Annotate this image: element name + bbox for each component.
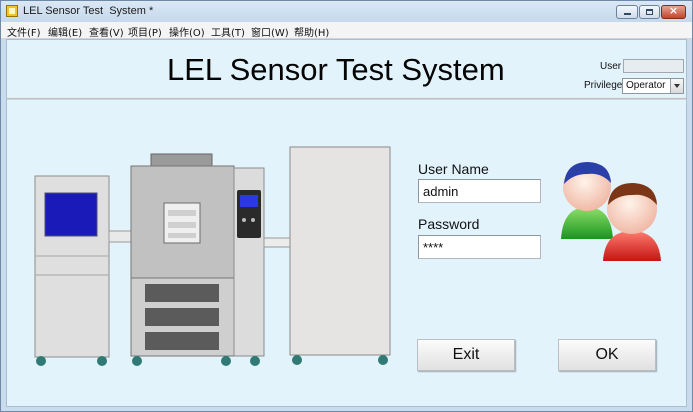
menu-file[interactable]: 文件(F): [7, 28, 41, 39]
page-title: LEL Sensor Test System: [167, 52, 505, 87]
menu-project[interactable]: 项目(P): [128, 28, 162, 39]
title-bar[interactable]: LEL Sensor Test System * ×: [1, 1, 692, 22]
menu-tools[interactable]: 工具(T): [211, 28, 245, 39]
privilege-label: Privilege: [584, 80, 623, 91]
maximize-button[interactable]: [639, 5, 660, 19]
menu-edit[interactable]: 编辑(E): [48, 28, 83, 39]
password-label: Password: [418, 216, 480, 232]
menu-help[interactable]: 帮助(H): [294, 28, 330, 39]
password-value: ****: [423, 240, 444, 255]
password-input[interactable]: ****: [418, 235, 541, 259]
menu-window[interactable]: 窗口(W): [251, 28, 289, 39]
menu-operate[interactable]: 操作(O): [169, 28, 205, 39]
ok-button[interactable]: OK: [558, 339, 656, 371]
window-title: LEL Sensor Test System *: [23, 5, 154, 17]
front-panel: LEL Sensor Test System User Privilege Op…: [6, 39, 687, 407]
username-label: User Name: [418, 161, 489, 177]
app-icon: [6, 5, 18, 17]
privilege-value: Operator: [626, 80, 666, 91]
user-label: User: [600, 61, 622, 72]
menu-view[interactable]: 查看(V): [89, 28, 124, 39]
minimize-icon: [624, 13, 631, 15]
minimize-button[interactable]: [616, 5, 638, 19]
test-chamber-illustration: [34, 146, 391, 366]
header-divider: [7, 97, 686, 100]
close-icon: ×: [668, 4, 679, 17]
user-field: [623, 59, 684, 73]
exit-button[interactable]: Exit: [417, 339, 515, 371]
privilege-select[interactable]: Operator: [622, 78, 684, 94]
close-button[interactable]: ×: [661, 4, 686, 19]
users-icon: [561, 162, 661, 261]
username-value: admin: [423, 184, 459, 199]
chevron-down-icon[interactable]: [670, 79, 683, 93]
username-input[interactable]: admin: [418, 179, 541, 203]
maximize-icon: [646, 9, 653, 15]
menu-bar: 文件(F) 编辑(E) 查看(V) 项目(P) 操作(O) 工具(T) 窗口(W…: [1, 22, 692, 39]
